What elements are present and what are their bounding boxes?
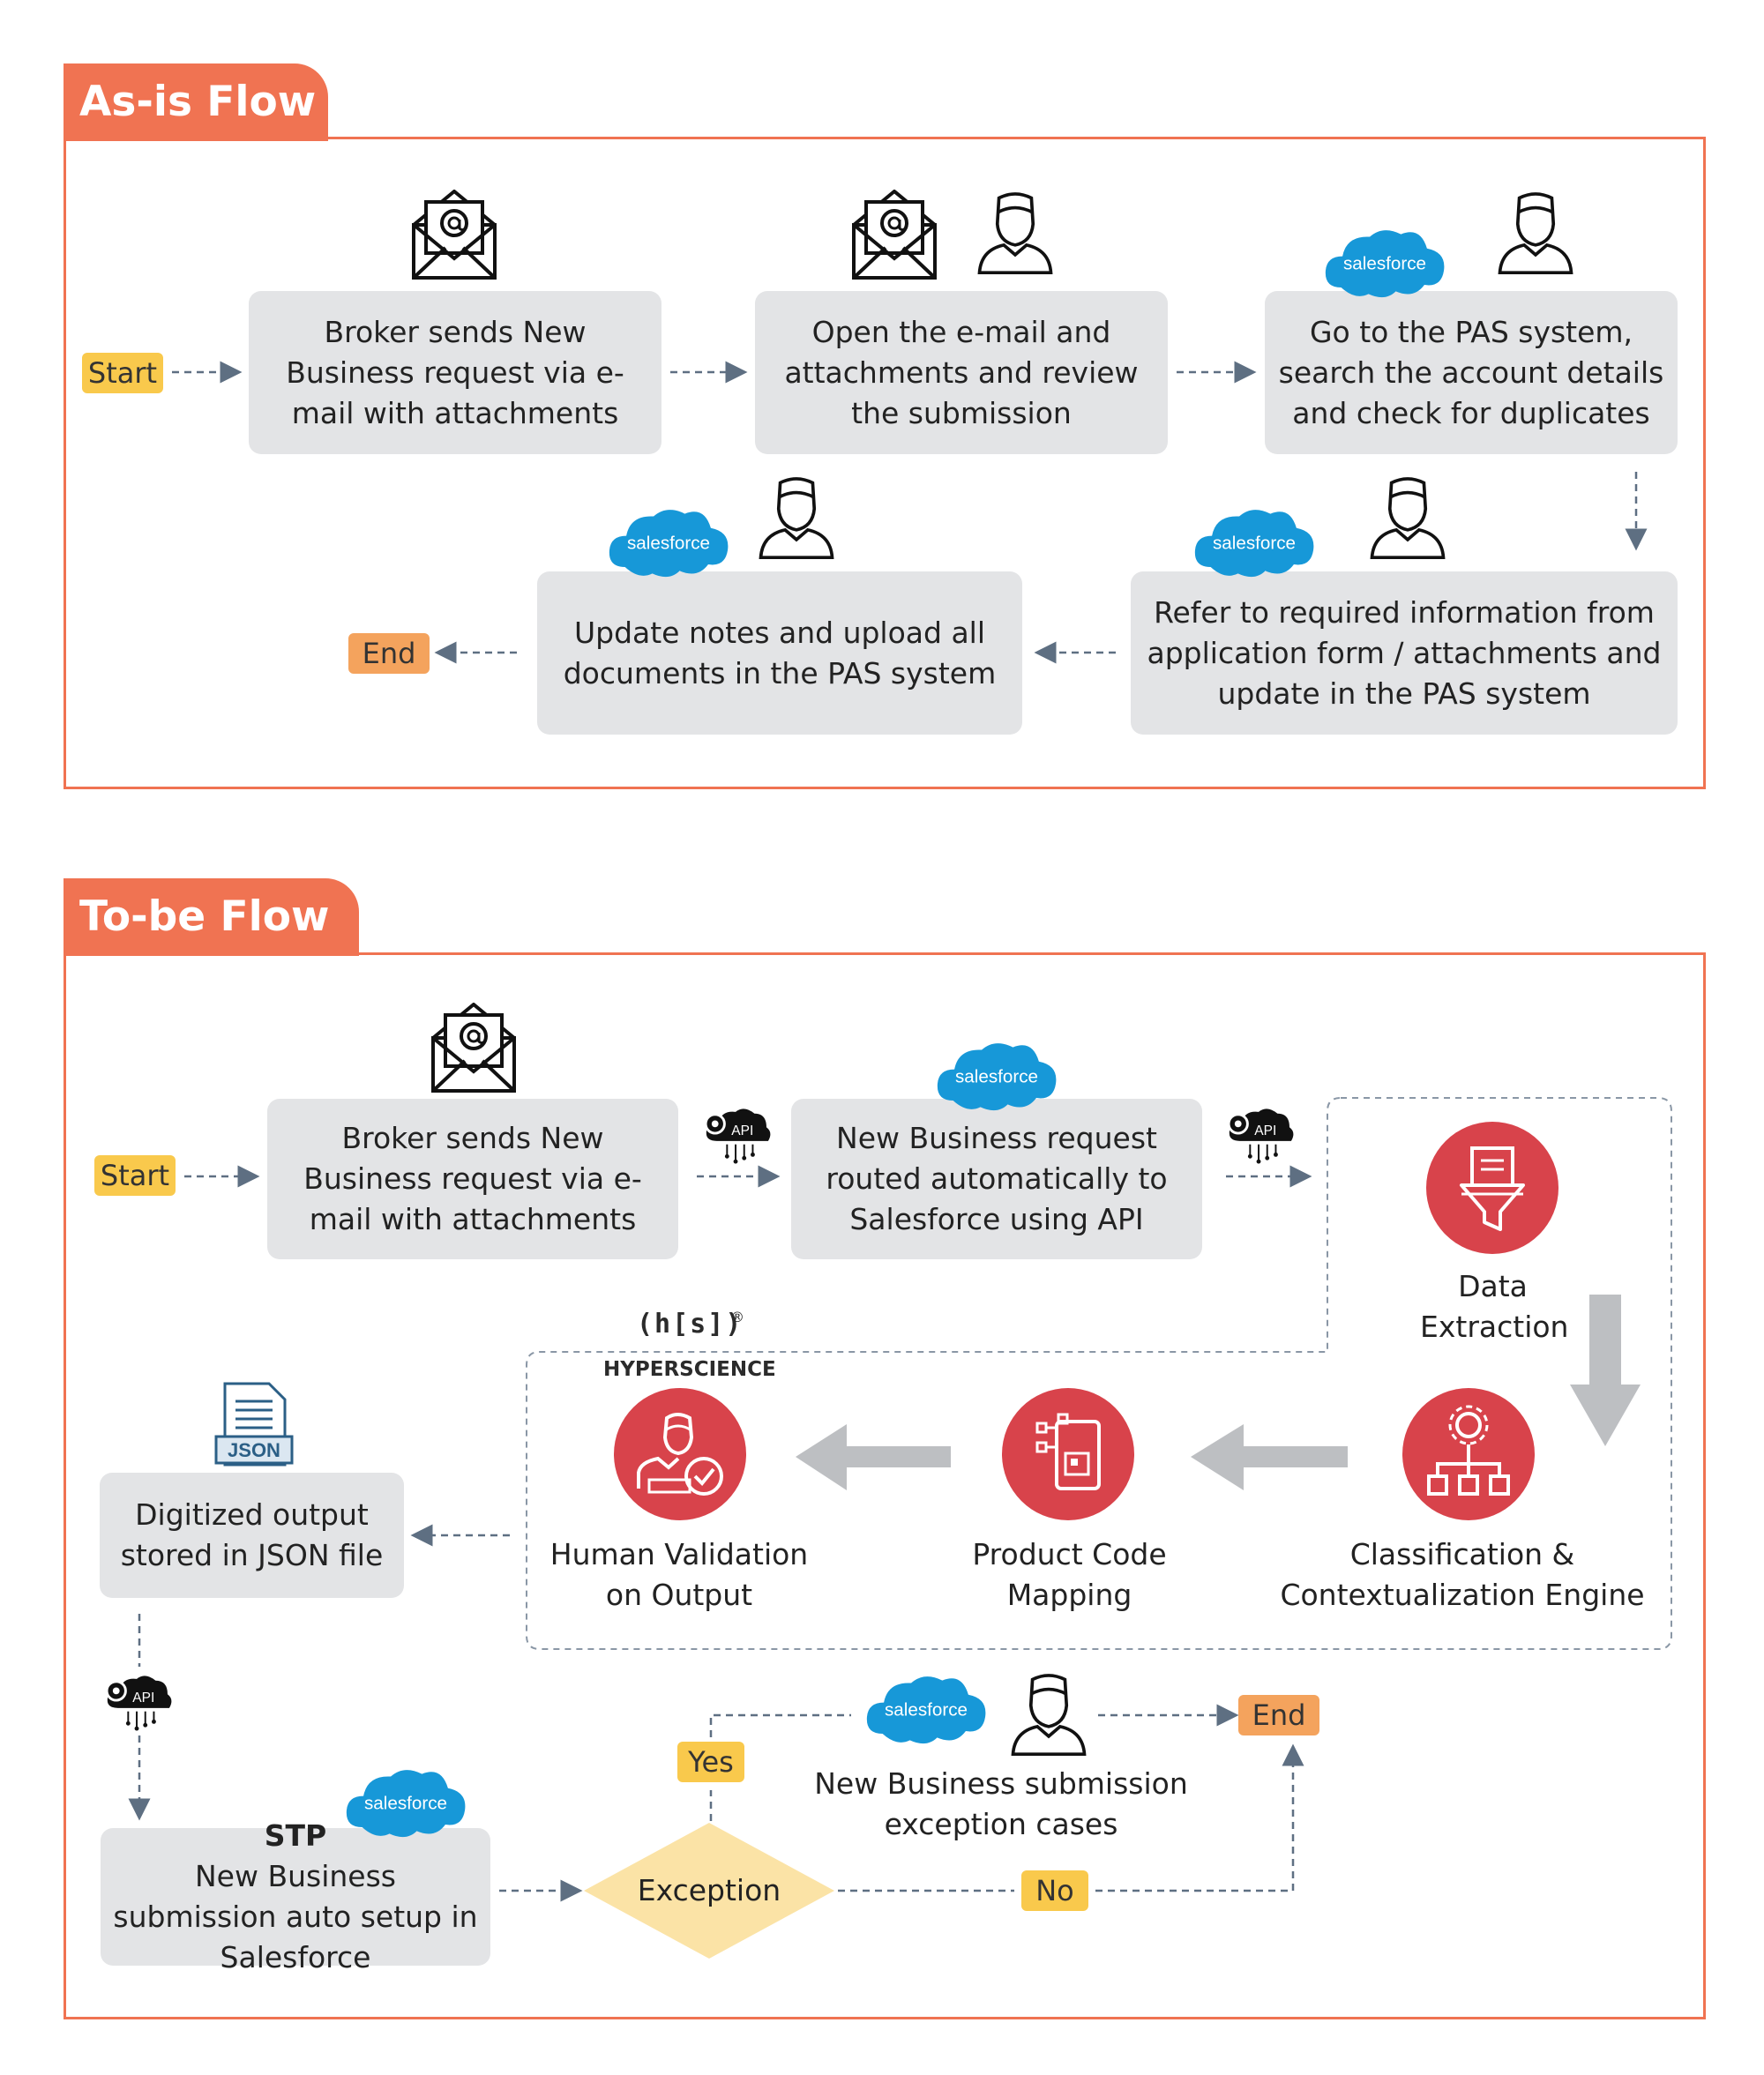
hyperscience-registered: ® [730,1309,744,1325]
human-validation-circle [614,1388,746,1520]
svg-text:salesforce: salesforce [364,1793,447,1813]
asis-step-2-text: Open the e-mail and attachments and revi… [784,314,1139,430]
asis-title-tab: As-is Flow [64,63,328,141]
asis-frame [64,137,1706,789]
svg-text:API: API [132,1691,154,1706]
digitized-output-text: Digitized output stored in JSON file [120,1497,384,1572]
salesforce-logo: salesforce [866,1676,986,1744]
human-validation-label: Human Validation on Output [549,1537,809,1612]
data-extraction-circle [1426,1122,1558,1254]
hyperscience-logo-mark: (h[s]) [637,1309,744,1340]
tobe-title-tab: To-be Flow [64,878,359,956]
salesforce-logo: salesforce [346,1770,466,1838]
asis-step-4: Refer to required information from appli… [1131,571,1678,735]
api-cloud-icon: API [704,1107,772,1165]
product-code-circle [1002,1388,1134,1520]
exception-cases-label: New Business submission exception cases [814,1766,1188,1841]
asis-step-1-text: Broker sends New Business request via e-… [286,314,624,430]
person-check-icon [637,1413,723,1496]
json-file-icon: JSON [214,1382,294,1467]
asis-step-2: Open the e-mail and attachments and revi… [755,291,1168,454]
asis-title: As-is Flow [79,78,317,126]
asis-step-4-text: Refer to required information from appli… [1147,594,1662,711]
no-label: No [1021,1870,1088,1911]
svg-text:salesforce: salesforce [1343,253,1426,273]
salesforce-logo: salesforce [609,510,729,578]
stp-box: STP New Business submission auto setup i… [101,1818,490,1974]
svg-text:API: API [1254,1123,1276,1138]
tobe-end: End [1238,1695,1319,1735]
yes-label: Yes [677,1742,744,1782]
svg-text:salesforce: salesforce [1213,533,1296,553]
asis-start: Start [82,353,163,393]
asis-connectors [172,361,1648,664]
svg-text:API: API [731,1123,753,1138]
asis-end: End [348,633,430,674]
asis-step-3-text: Go to the PAS system, search the account… [1278,314,1664,430]
hyperscience-name: HYPERSCIENCE [603,1358,776,1381]
phone-qr-icon [1035,1413,1101,1490]
api-cloud-icon: API [105,1674,173,1732]
svg-text:salesforce: salesforce [627,533,710,553]
api-cloud-icon: API [1227,1107,1295,1165]
svg-text:salesforce: salesforce [885,1699,968,1720]
asis-step-3: Go to the PAS system, search the account… [1265,291,1678,454]
stp-title: STP [264,1818,327,1853]
exception-label: Exception [637,1873,781,1907]
funnel-icon [1460,1146,1525,1231]
stp-text: New Business submission auto setup in Sa… [113,1859,478,1974]
tobe-title: To-be Flow [79,892,330,941]
exception-diamond [584,1823,834,1959]
svg-text:JSON: JSON [228,1439,280,1461]
asis-step-5: Update notes and upload all documents in… [537,571,1022,735]
digitized-output-box: Digitized output stored in JSON file [100,1473,404,1598]
classification-circle [1402,1388,1535,1520]
tobe-step-routed: New Business request routed automaticall… [791,1099,1202,1259]
salesforce-logo: salesforce [937,1043,1057,1111]
svg-text:salesforce: salesforce [955,1066,1038,1086]
asis-step-1: Broker sends New Business request via e-… [249,291,662,454]
tobe-step-email: Broker sends New Business request via e-… [267,1099,678,1259]
salesforce-logo: salesforce [1194,510,1314,578]
tobe-step-routed-text: New Business request routed automaticall… [826,1121,1168,1236]
data-extraction-label: Data Extraction [1420,1269,1569,1344]
salesforce-logo: salesforce [1325,230,1445,298]
tobe-step-email-text: Broker sends New Business request via e-… [303,1121,642,1236]
classification-label: Classification & Contextualization Engin… [1280,1537,1645,1612]
asis-step-5-text: Update notes and upload all documents in… [563,615,997,690]
tobe-start: Start [94,1155,176,1196]
tobe-frame [64,952,1706,2019]
network-gear-icon [1427,1405,1510,1496]
product-code-label: Product Code Mapping [972,1537,1167,1612]
